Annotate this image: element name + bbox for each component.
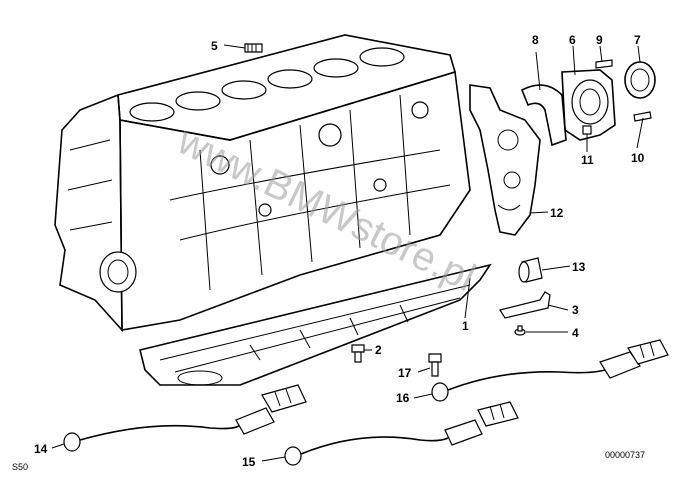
callout-15: 15	[242, 455, 256, 469]
plug	[244, 43, 263, 53]
callout-6: 6	[569, 33, 576, 47]
bracket	[499, 291, 551, 319]
cylinder-bores	[129, 47, 405, 122]
sleeve	[518, 257, 543, 283]
diagram-code-left: S50	[12, 462, 28, 472]
callout-10: 10	[631, 151, 645, 165]
oil-pan-gasket	[139, 263, 492, 386]
callout-labels: 1 2 3 4 5 6 7 8 9 10 11 12 13 14 15 16 1…	[34, 33, 645, 469]
rear-gasket	[469, 84, 541, 236]
shaft-seal	[624, 61, 656, 99]
callout-16: 16	[396, 391, 410, 405]
callout-17: 17	[398, 366, 412, 380]
callout-3: 3	[572, 303, 579, 317]
callout-13: 13	[572, 260, 586, 274]
knock-sensor-left	[63, 384, 307, 452]
callout-11: 11	[581, 153, 594, 167]
diagram-code-right: 00000737	[605, 450, 645, 460]
seal-carrier-gasket	[520, 84, 567, 147]
oil-pan-bolt	[351, 344, 365, 363]
callout-9: 9	[596, 33, 603, 47]
callout-8: 8	[532, 33, 539, 47]
callout-7: 7	[634, 33, 641, 47]
callout-1: 1	[462, 319, 469, 333]
callout-12: 12	[550, 206, 564, 220]
knock-sensor-lower	[284, 401, 519, 466]
callout-14: 14	[34, 442, 48, 456]
small-screw	[514, 325, 526, 336]
engine-block	[54, 34, 471, 333]
sensor-bolt	[428, 353, 442, 377]
callout-5: 5	[211, 39, 218, 53]
callout-2: 2	[375, 343, 382, 357]
end-cover	[561, 69, 616, 141]
leader-lines	[51, 44, 644, 462]
callout-4: 4	[572, 326, 579, 340]
knock-sensor-upper	[431, 339, 669, 402]
